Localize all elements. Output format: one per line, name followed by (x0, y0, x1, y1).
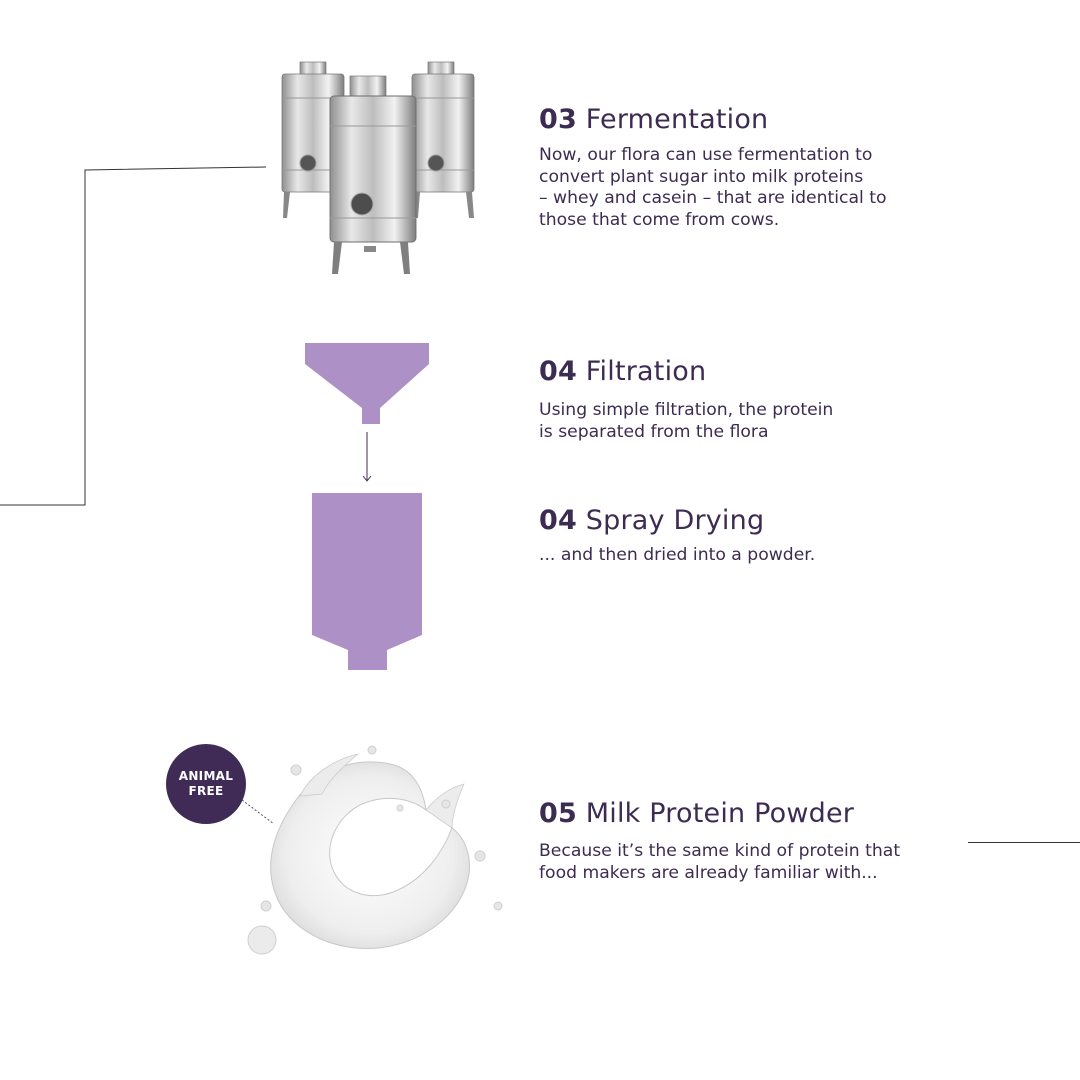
step-number: 03 (539, 104, 577, 135)
step-name: Filtration (585, 356, 707, 387)
step-title-fermentation: 03 Fermentation (539, 104, 768, 135)
step-description-milk-protein-powder: Because it’s the same kind of protein th… (539, 841, 900, 884)
step-title-milk-protein-powder: 05 Milk Protein Powder (539, 798, 854, 829)
funnel-icon (305, 343, 429, 424)
badge-line-2: FREE (188, 784, 224, 798)
step-name: Milk Protein Powder (585, 798, 855, 829)
description-line: Because it’s the same kind of protein th… (539, 841, 901, 861)
arrow-down-icon (362, 432, 372, 482)
description-line: is separated from the flora (539, 421, 769, 442)
description-line: Using simple filtration, the protein (539, 400, 834, 420)
description-line: those that come from cows. (539, 209, 780, 230)
description-line: convert plant sugar into milk proteins (539, 166, 864, 187)
description-line: Now, our flora can use fermentation to (539, 145, 873, 165)
spray-dryer-icon (312, 493, 422, 670)
tank-back-right (411, 61, 475, 218)
step-description-filtration: Using simple filtration, the protein is … (539, 400, 833, 443)
step-title-filtration: 04 Filtration (539, 356, 706, 387)
description-line: food makers are already familiar with... (539, 862, 878, 883)
tank-front (329, 75, 417, 274)
description-line: – whey and casein – that are identical t… (539, 188, 887, 209)
step-number: 05 (539, 798, 577, 829)
badge-dotted-line (241, 799, 275, 825)
step-name: Fermentation (585, 104, 769, 135)
step-description-spray-drying: ... and then dried into a powder. (539, 545, 815, 567)
milk-splash-icon (247, 745, 503, 955)
step-description-fermentation: Now, our flora can use fermentation to c… (539, 145, 886, 231)
step-name: Spray Drying (585, 505, 765, 536)
step-number: 04 (539, 356, 577, 387)
animal-free-badge: ANIMAL FREE (166, 744, 246, 824)
description-line: ... and then dried into a powder. (539, 545, 816, 565)
step-number: 04 (539, 505, 577, 536)
tank-back-left (281, 61, 345, 218)
step-title-spray-drying: 04 Spray Drying (539, 505, 764, 536)
fermentation-tanks-icon (281, 61, 475, 274)
badge-line-1: ANIMAL (178, 769, 234, 783)
